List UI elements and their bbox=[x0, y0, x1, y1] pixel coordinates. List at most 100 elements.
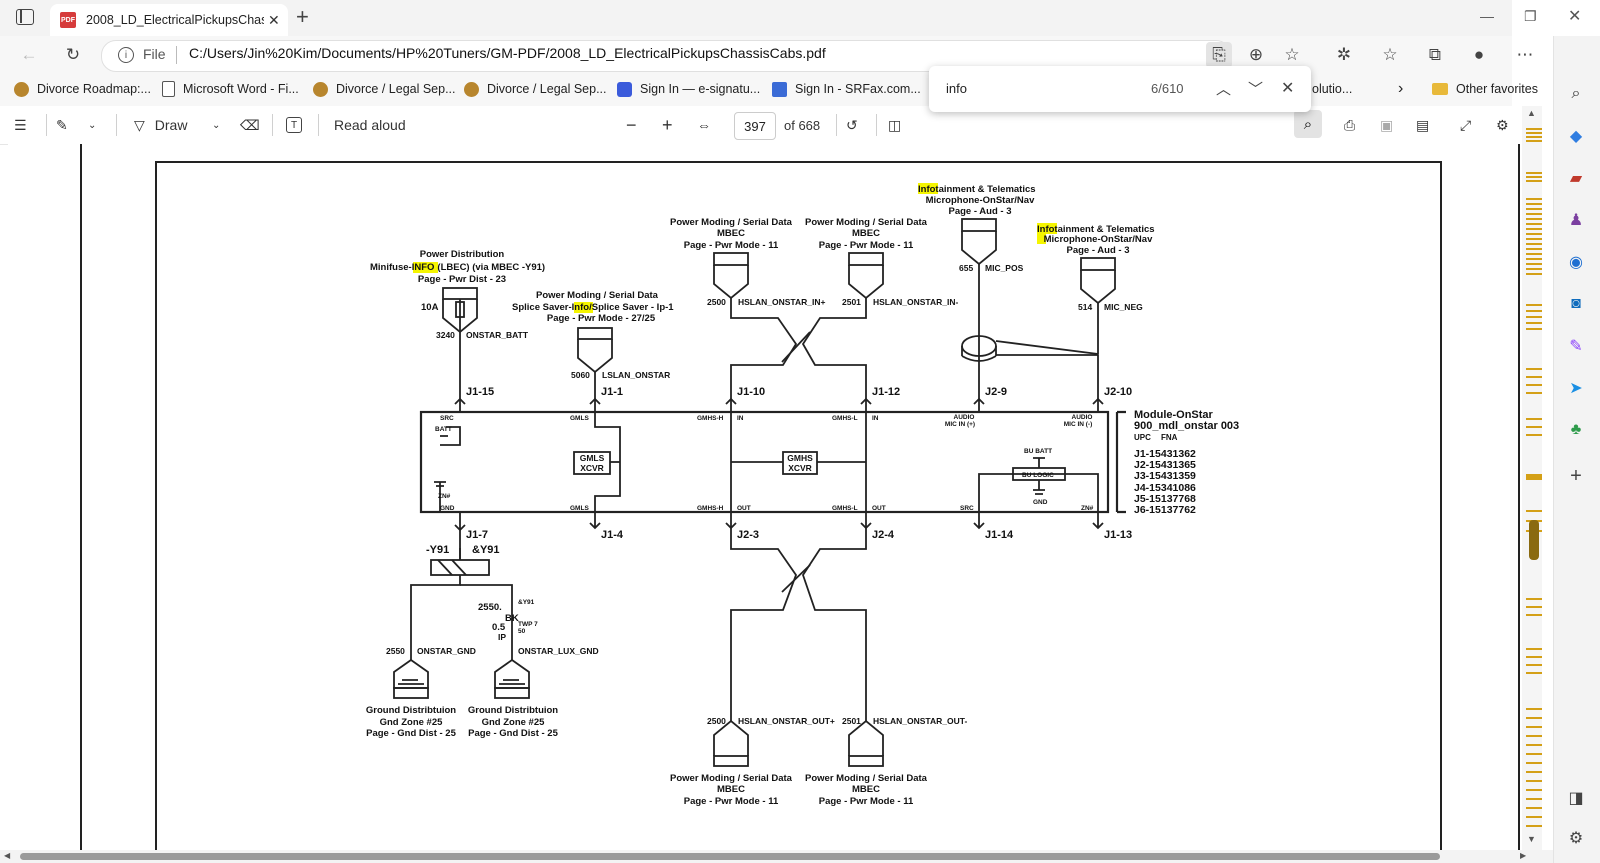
add-icon[interactable]: + bbox=[1570, 464, 1582, 487]
connector-j2-4: J2-4 bbox=[872, 529, 895, 541]
zoom-out-icon[interactable]: − bbox=[626, 114, 637, 135]
more-options-icon[interactable]: ⋯ bbox=[1516, 45, 1534, 64]
favorites-overflow-chevron-icon[interactable]: › bbox=[1398, 80, 1404, 97]
favorite-item-3[interactable]: Divorce / Legal Sep... bbox=[313, 78, 456, 100]
info-a-line: Microphone-OnStar/Nav bbox=[926, 195, 1035, 206]
zoom-in-icon[interactable]: + bbox=[662, 114, 673, 135]
scroll-up-arrow-icon[interactable]: ▲ bbox=[1527, 108, 1536, 118]
search-icon[interactable]: ⌕ bbox=[1294, 110, 1322, 138]
games-icon[interactable]: ♟ bbox=[1568, 212, 1584, 229]
favorite-item-7[interactable]: olutio... bbox=[1312, 78, 1352, 100]
sidebar-settings-icon[interactable]: ⚙ bbox=[1568, 830, 1584, 847]
erase-icon[interactable]: ⌫ bbox=[240, 116, 260, 133]
favorite-item-5[interactable]: Sign In — e-signatu... bbox=[617, 78, 760, 100]
toolbar-divider bbox=[46, 114, 47, 136]
gnd-a-zone: Gnd Zone #25 bbox=[380, 717, 444, 728]
favorite-item-6[interactable]: Sign In - SRFax.com... bbox=[772, 78, 921, 100]
scroll-right-arrow-icon[interactable]: ▶ bbox=[1520, 851, 1527, 860]
fullscreen-icon[interactable]: ⤢ bbox=[1460, 116, 1472, 133]
find-previous-icon[interactable]: ︿ bbox=[1216, 81, 1232, 98]
tree-icon[interactable]: ♣ bbox=[1570, 421, 1582, 438]
close-tab-icon[interactable]: ✕ bbox=[268, 11, 280, 28]
draw-button[interactable]: ▽ Draw bbox=[134, 113, 187, 137]
window-close-icon[interactable]: ✕ bbox=[1568, 8, 1582, 25]
read-mode-icon[interactable]: ⎘ bbox=[1206, 42, 1232, 68]
pm-b-page: Page - Pwr Mode - 11 bbox=[819, 240, 914, 251]
favorite-item-2[interactable]: Microsoft Word - Fi... bbox=[162, 78, 299, 100]
address-url[interactable]: C:/Users/Jin%20Kim/Documents/HP%20Tuners… bbox=[189, 45, 826, 61]
toolbar-divider bbox=[836, 114, 837, 136]
search-icon[interactable]: ⌕ bbox=[1571, 85, 1581, 102]
pm-a-page: Page - Pwr Mode - 11 bbox=[684, 240, 779, 251]
favorites-icon[interactable]: ☆ bbox=[1382, 45, 1398, 64]
outlook-icon[interactable]: ◙ bbox=[1571, 295, 1581, 312]
page-view-icon[interactable]: ◫ bbox=[888, 116, 902, 133]
highlight-icon[interactable]: ✎ bbox=[56, 116, 68, 133]
tab-title: 2008_LD_ElectricalPickupsChassisCabs.pdf bbox=[86, 13, 264, 27]
print-icon[interactable]: ⎙ bbox=[1344, 116, 1356, 133]
favorite-star-icon[interactable]: ☆ bbox=[1284, 45, 1300, 64]
pin-label: GMHS-L bbox=[832, 415, 858, 422]
send-icon[interactable]: ➤ bbox=[1569, 380, 1583, 397]
new-tab-button[interactable]: + bbox=[296, 4, 309, 29]
fit-page-icon[interactable]: ⇔ bbox=[697, 117, 711, 133]
scroll-left-arrow-icon[interactable]: ◀ bbox=[4, 851, 11, 860]
pm-c-page: Page - Pwr Mode - 11 bbox=[684, 796, 779, 807]
pin-label: GMHS-H bbox=[697, 505, 724, 512]
read-aloud-button[interactable]: Read aloud bbox=[334, 117, 406, 133]
tab-actions-icon[interactable] bbox=[16, 9, 34, 25]
shopping-tag-icon[interactable]: ◆ bbox=[1569, 128, 1583, 145]
back-icon[interactable]: ← bbox=[20, 45, 38, 64]
circuit-number: 655 bbox=[959, 263, 973, 273]
save-as-icon[interactable]: ▤ bbox=[1416, 116, 1430, 133]
scroll-down-arrow-icon[interactable]: ▼ bbox=[1527, 834, 1536, 844]
contents-icon[interactable]: ☰ bbox=[14, 116, 27, 133]
find-next-icon[interactable]: ﹀ bbox=[1248, 81, 1264, 98]
pin-label: IN bbox=[737, 415, 744, 422]
find-input[interactable]: info bbox=[946, 81, 967, 96]
settings-gear-icon[interactable]: ⚙ bbox=[1496, 116, 1509, 133]
refresh-icon[interactable]: ↻ bbox=[65, 45, 81, 64]
circuit-number: 514 bbox=[1078, 302, 1092, 312]
pin-label: ZN# bbox=[438, 493, 451, 500]
find-close-icon[interactable]: ✕ bbox=[1281, 80, 1295, 97]
toolbar-divider bbox=[272, 114, 273, 136]
designer-icon[interactable]: ✎ bbox=[1569, 338, 1583, 355]
tab-current-pdf[interactable]: PDF 2008_LD_ElectricalPickupsChassisCabs… bbox=[50, 4, 288, 36]
part-number: J4-15341086 bbox=[1134, 482, 1196, 494]
page-total: of 668 bbox=[784, 117, 821, 133]
pin-label: MIC IN (+) bbox=[945, 421, 975, 428]
text-box-icon[interactable]: T bbox=[286, 113, 302, 137]
address-bar[interactable] bbox=[101, 40, 1231, 72]
horizontal-scroll-thumb[interactable] bbox=[20, 853, 1440, 860]
other-favorites[interactable]: Other favorites bbox=[1432, 78, 1538, 100]
acrobat-icon bbox=[617, 81, 632, 97]
page-number-input[interactable]: 397 bbox=[734, 112, 776, 140]
sidebar-toggle-icon[interactable]: ◨ bbox=[1568, 790, 1584, 807]
gmhs-xcvr: XCVR bbox=[788, 463, 812, 473]
rotate-icon[interactable]: ↺ bbox=[846, 116, 858, 133]
zoom-icon[interactable]: ⊕ bbox=[1248, 45, 1264, 64]
favorite-item-1[interactable]: Divorce Roadmap:... bbox=[14, 78, 151, 100]
pm-a-sub: MBEC bbox=[717, 228, 745, 239]
pin-label: GMLS bbox=[570, 415, 589, 422]
site-info-icon[interactable]: i bbox=[118, 47, 134, 63]
info-b-line: Microphone-OnStar/Nav bbox=[1044, 234, 1153, 245]
microsoft-365-icon[interactable]: ◉ bbox=[1569, 254, 1583, 271]
gnd-a-page: Page - Gnd Dist - 25 bbox=[366, 728, 456, 739]
favorite-item-4[interactable]: Divorce / Legal Sep... bbox=[464, 78, 607, 100]
wire-name: ONSTAR_LUX_GND bbox=[518, 646, 599, 656]
save-icon[interactable]: ▣ bbox=[1380, 116, 1394, 133]
tools-briefcase-icon[interactable]: ▰ bbox=[1569, 170, 1583, 187]
profile-icon[interactable]: ● bbox=[1473, 45, 1485, 64]
pm-c-sub: MBEC bbox=[717, 784, 745, 795]
circuit-number: 3240 bbox=[436, 330, 455, 340]
draw-chevron-down-icon[interactable]: ⌄ bbox=[212, 119, 221, 131]
gnd-a-title: Ground Distribtuion bbox=[366, 705, 456, 716]
info-b-page: Page - Aud - 3 bbox=[1067, 245, 1130, 256]
restore-icon[interactable]: ❐ bbox=[1524, 8, 1537, 24]
minimize-icon[interactable]: — bbox=[1480, 8, 1494, 24]
highlight-chevron-down-icon[interactable]: ⌄ bbox=[88, 119, 97, 131]
extensions-icon[interactable]: ✲ bbox=[1336, 45, 1352, 64]
collections-icon[interactable]: ⧉ bbox=[1428, 45, 1442, 64]
